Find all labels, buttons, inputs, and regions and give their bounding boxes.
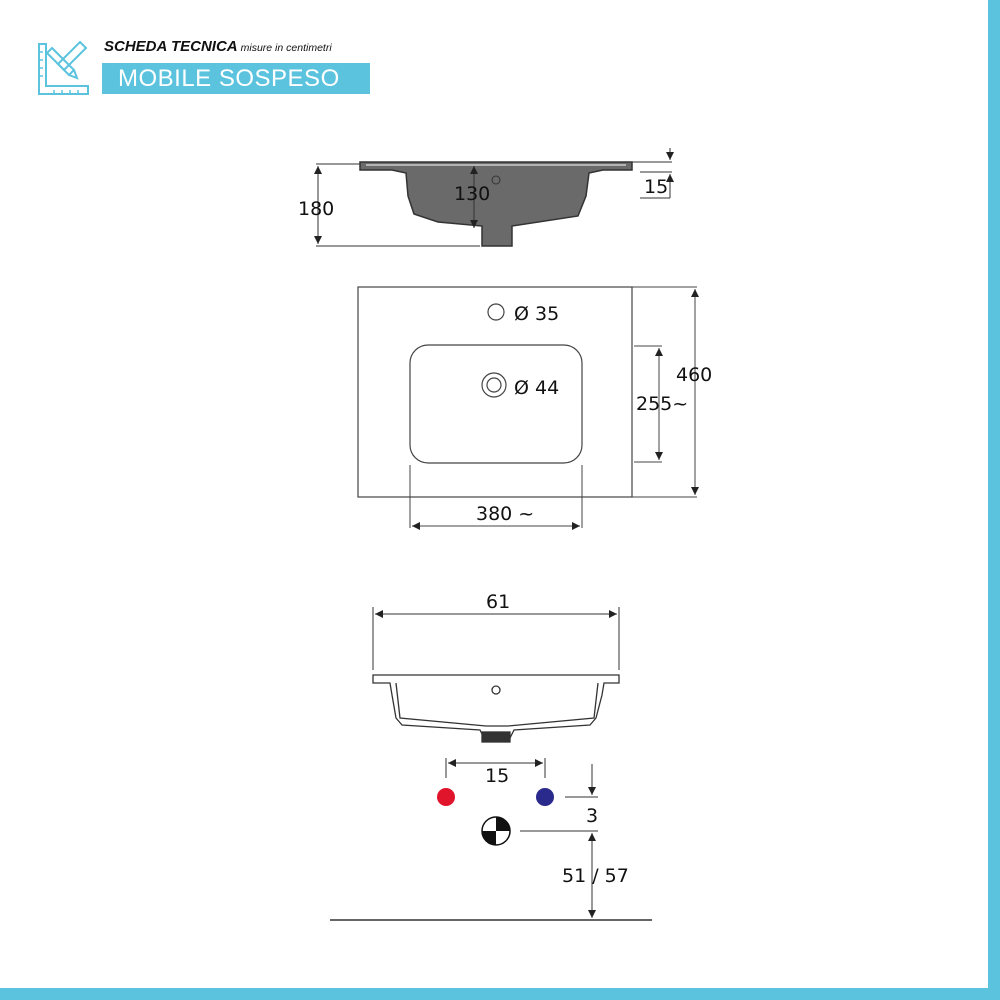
header-subtitle: misure in centimetri <box>240 42 332 54</box>
dim-tap-spacing: 15 <box>485 765 509 787</box>
dim-depth: 460 <box>676 364 712 386</box>
dim-bowl-width: 380 ~ <box>476 503 534 525</box>
header-title: SCHEDA TECNICA <box>104 38 238 55</box>
dim-total-height: 180 <box>298 198 334 220</box>
drain-connection <box>481 816 511 846</box>
front-drain <box>481 731 511 743</box>
drain-outer <box>481 372 507 398</box>
front-basin-outline <box>372 674 620 739</box>
top-outline <box>357 286 633 498</box>
frame-border-bottom <box>0 988 1000 1000</box>
drain-inner <box>486 377 502 393</box>
ruler-pencil-icon <box>38 40 89 95</box>
side-overflow-hole <box>491 175 501 185</box>
dim-bowl-depth: 255~ <box>636 393 688 415</box>
dim-drain-height: 51 / 57 <box>562 865 629 887</box>
top-view <box>357 286 699 530</box>
side-basin-outline <box>359 161 633 247</box>
dim-basin-depth: 130 <box>454 183 490 205</box>
dim-tap-hole: Ø 35 <box>514 303 559 325</box>
product-bar: MOBILE SOSPESO <box>102 63 370 94</box>
side-view <box>314 148 674 247</box>
product-name: MOBILE SOSPESO <box>118 65 340 92</box>
hot-water-connection <box>437 788 455 806</box>
top-bowl <box>409 344 583 464</box>
dim-width: 61 <box>486 591 510 613</box>
frame-border-right <box>988 0 1000 1000</box>
front-basin-inner <box>395 682 599 727</box>
dim-offset: 3 <box>586 805 598 827</box>
tap-hole <box>487 303 505 321</box>
dim-drain: Ø 44 <box>514 377 559 399</box>
front-view <box>330 607 652 921</box>
front-overflow-hole <box>491 685 501 695</box>
dim-rim-thickness: 15 <box>644 176 668 198</box>
cold-water-connection <box>536 788 554 806</box>
